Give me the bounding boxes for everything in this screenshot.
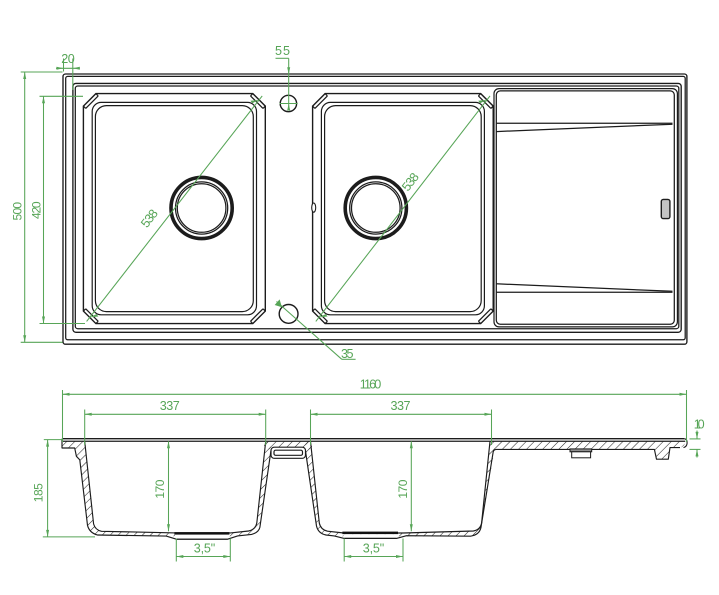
svg-text:170: 170: [153, 479, 167, 498]
svg-text:3,5": 3,5": [363, 541, 385, 555]
svg-text:337: 337: [391, 399, 411, 413]
svg-text:55: 55: [275, 44, 290, 58]
svg-text:420: 420: [30, 201, 44, 219]
svg-text:337: 337: [160, 399, 180, 413]
svg-text:185: 185: [32, 483, 46, 502]
svg-text:1160: 1160: [360, 377, 382, 391]
svg-text:170: 170: [396, 479, 410, 498]
svg-text:3,5": 3,5": [194, 541, 216, 555]
svg-text:10: 10: [694, 417, 705, 431]
svg-text:35: 35: [341, 347, 354, 361]
svg-text:500: 500: [10, 202, 24, 221]
svg-text:20: 20: [61, 52, 75, 66]
